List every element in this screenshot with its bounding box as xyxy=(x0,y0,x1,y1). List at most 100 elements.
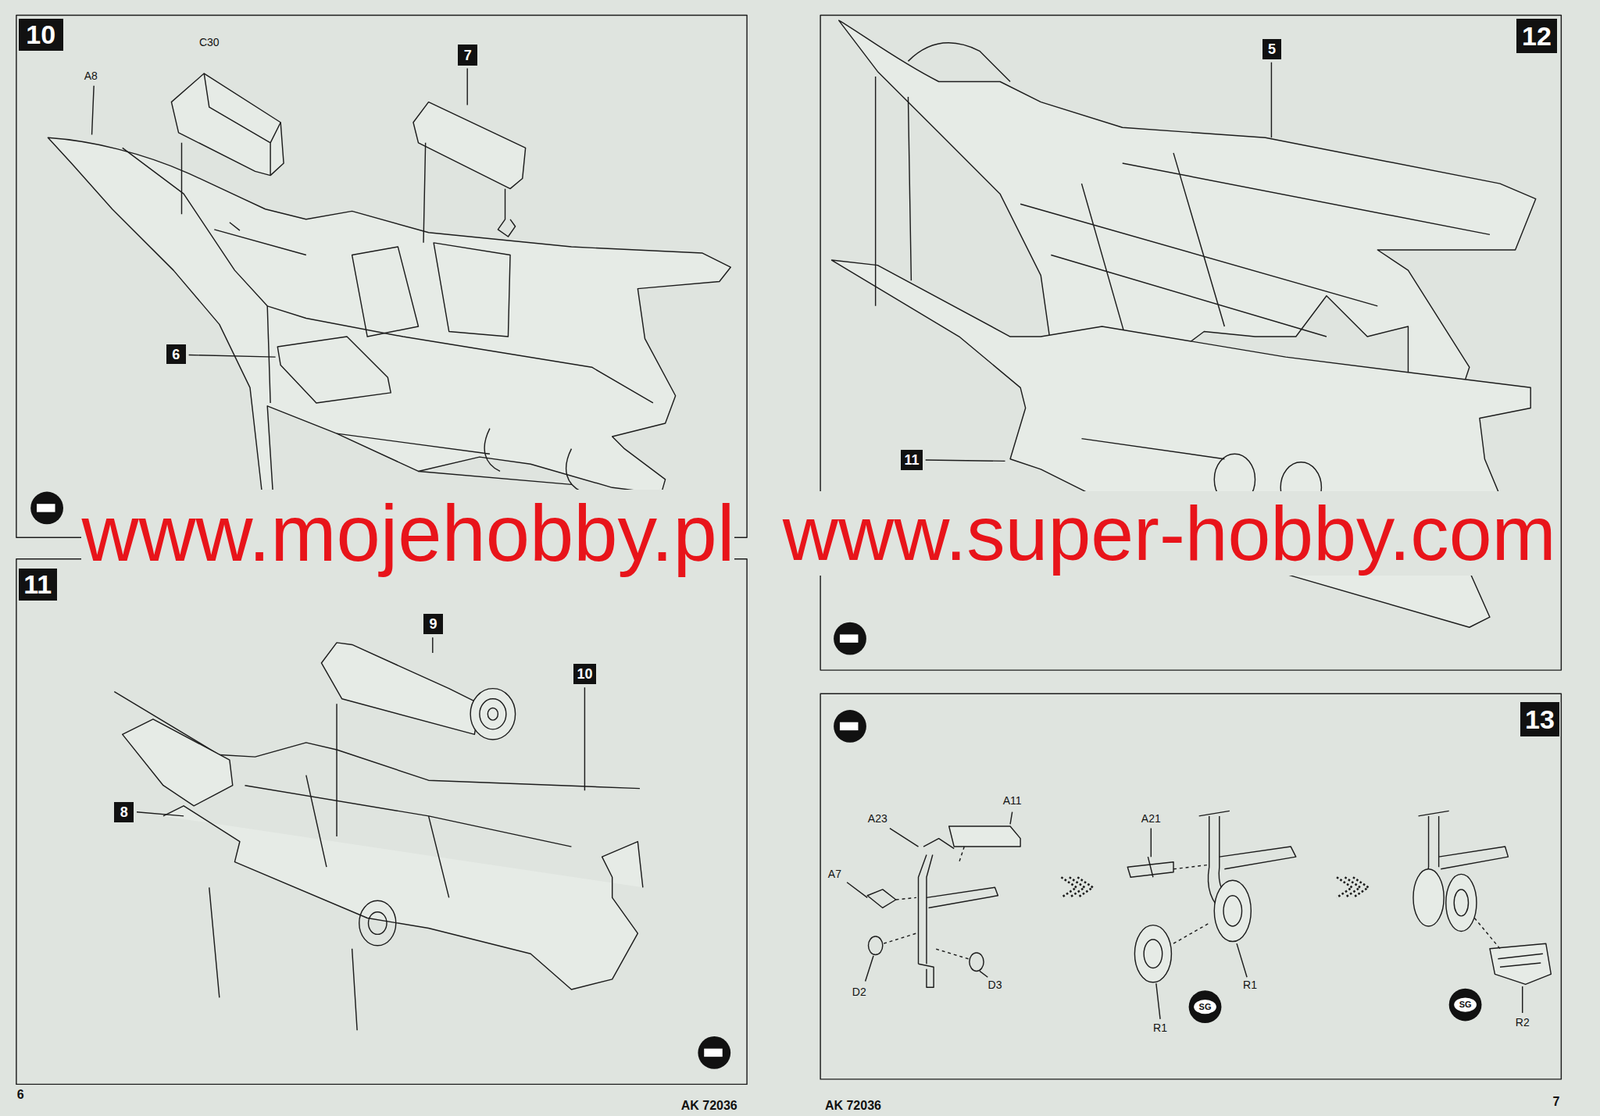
step-arrow xyxy=(1060,877,1093,898)
part-c30 xyxy=(203,73,281,176)
fuselage-assembly xyxy=(359,900,397,946)
kit-code: AK 72036 xyxy=(679,1099,740,1114)
nose-gear xyxy=(867,810,1551,988)
part-label: D3 xyxy=(986,979,1004,992)
step-number: 13 xyxy=(1525,706,1555,733)
part-label: C30 xyxy=(197,36,222,49)
nose-gear xyxy=(868,936,883,956)
nose-gear xyxy=(1143,939,1163,969)
sg-glue-icon xyxy=(1453,997,1477,1012)
callout-number: 6 xyxy=(171,347,180,362)
fuselage-assembly xyxy=(209,887,358,1031)
step-panel xyxy=(16,15,1561,1086)
page-number: 7 xyxy=(1550,1095,1561,1110)
step-number-box: 11 xyxy=(18,568,58,602)
watermark: www.super-hobby.com xyxy=(782,491,1557,576)
callout-number-box: 10 xyxy=(573,664,597,685)
fuselage-assembly xyxy=(163,806,643,990)
callout-number-box: 9 xyxy=(423,614,443,635)
sub-assembly-9 xyxy=(470,689,515,740)
fuselage-assembly xyxy=(114,692,643,1032)
glue-icon xyxy=(833,622,867,656)
sg-glue-icon xyxy=(1189,990,1222,1024)
callout-number-box: 11 xyxy=(900,450,922,471)
sub-assembly-7 xyxy=(497,189,515,237)
callout-number: 11 xyxy=(903,453,919,468)
nose-gear xyxy=(949,826,1021,847)
glue-code: SG xyxy=(1457,1000,1474,1010)
nose-gear xyxy=(1219,846,1297,870)
fuselage-lower-half xyxy=(267,306,271,404)
fuselage-lower-half xyxy=(336,428,582,493)
nose-gear xyxy=(918,855,935,989)
sg-glue-icon xyxy=(1449,989,1483,1022)
callout-number-box: 5 xyxy=(1262,39,1283,60)
sg-glue-icon xyxy=(1193,1000,1217,1015)
leader-line xyxy=(136,637,585,837)
fuselage-assembly xyxy=(122,719,233,807)
sub-assembly-9 xyxy=(487,707,498,721)
sub-assembly-9 xyxy=(321,642,515,740)
callout-number: 10 xyxy=(576,667,593,682)
nose-gear xyxy=(1453,889,1468,917)
glue-icon xyxy=(30,492,867,1070)
page-number: 6 xyxy=(15,1088,26,1103)
sub-assembly-9 xyxy=(321,642,479,736)
leader-line xyxy=(846,812,1523,1020)
fuselage-lower-half xyxy=(122,147,654,404)
part-label: R2 xyxy=(1514,1017,1532,1029)
step-number: 12 xyxy=(1521,22,1552,50)
fuselage-lower-half xyxy=(47,137,731,504)
step-panel xyxy=(16,559,747,1086)
glue-icon xyxy=(833,710,867,743)
step-number-box: 12 xyxy=(1516,18,1558,54)
glue-icon xyxy=(36,503,56,512)
instruction-art xyxy=(16,15,1561,1086)
nose-gear xyxy=(1223,896,1243,927)
callout-number: 5 xyxy=(1267,42,1276,57)
callout-number-box: 6 xyxy=(166,344,186,365)
step-number-box: 13 xyxy=(1520,702,1560,737)
sub-assembly-6 xyxy=(277,336,391,404)
fuselage-lower-half xyxy=(47,137,731,504)
sub-assembly-6 xyxy=(277,336,391,404)
step-number-box: 10 xyxy=(18,18,64,52)
nose-gear xyxy=(1413,869,1444,927)
fuselage-assembly xyxy=(244,775,572,899)
step-arrow xyxy=(1336,877,1368,898)
part-c30 xyxy=(171,73,284,176)
step-number: 11 xyxy=(23,571,52,598)
sub-assembly-9 xyxy=(479,699,507,730)
step-number: 10 xyxy=(25,21,56,48)
part-label: R1 xyxy=(1241,979,1259,992)
leader-line xyxy=(875,62,1272,462)
callout-number: 7 xyxy=(464,48,472,63)
nose-gear xyxy=(926,887,998,908)
glue-code: SG xyxy=(1197,1002,1214,1012)
nose-gear xyxy=(1173,865,1210,945)
step-panel xyxy=(820,693,1561,1080)
leader-line xyxy=(92,68,468,358)
fuselage-assembly xyxy=(368,912,388,936)
fuselage-lower-half xyxy=(214,222,307,256)
nose-gear xyxy=(867,889,897,909)
step-arrow xyxy=(1060,877,1368,898)
nose-gear xyxy=(1214,880,1251,942)
glue-icon xyxy=(839,634,859,643)
glue-icon xyxy=(703,1049,723,1058)
sub-assembly-7 xyxy=(413,102,526,190)
leader-line xyxy=(875,62,1272,462)
part-c30 xyxy=(171,73,284,176)
callout-number-box: 8 xyxy=(114,802,134,823)
step-panel xyxy=(16,15,747,539)
nose-gear xyxy=(1474,918,1500,950)
nose-gear xyxy=(1489,943,1551,985)
glue-icon xyxy=(697,1036,731,1070)
fuselage-lower-half xyxy=(352,246,419,337)
glue-icon xyxy=(30,492,64,525)
callout-number-box: 7 xyxy=(457,44,478,65)
leader-line xyxy=(92,68,468,358)
part-label: A7 xyxy=(826,868,843,881)
fuselage-lower-half xyxy=(433,242,511,337)
